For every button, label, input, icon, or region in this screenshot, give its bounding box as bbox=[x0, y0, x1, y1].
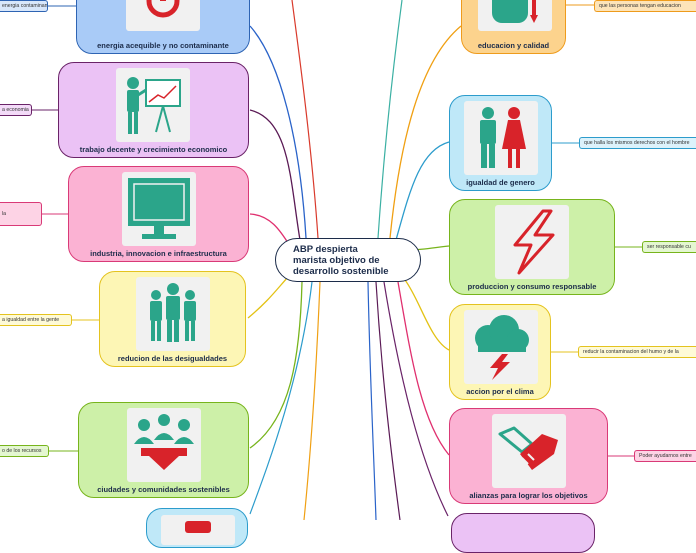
connector-trabajo bbox=[249, 109, 301, 241]
people-group-icon bbox=[136, 277, 210, 351]
community-meeting-icon bbox=[127, 408, 201, 482]
connector-offscreen-top-1 bbox=[291, 0, 319, 239]
topic-alianzas[interactable]: alianzas para lograr los objetivos bbox=[449, 408, 608, 504]
topic-label: reducion de las desigualdades bbox=[117, 354, 228, 363]
note-desigualdades[interactable]: a igualdad entre la gente bbox=[0, 314, 72, 326]
connector-genero bbox=[395, 141, 450, 241]
topic-produccion[interactable]: produccion y consumo responsable bbox=[449, 199, 615, 295]
presentation-growth-icon bbox=[116, 68, 190, 142]
topic-energia[interactable]: energia acequible y no contaminante bbox=[76, 0, 250, 54]
note-ciudades[interactable]: o de los recursos bbox=[0, 445, 49, 457]
central-topic-label: ABP despierta marista objetivo de desarr… bbox=[293, 243, 389, 277]
connector-desigualdades bbox=[247, 274, 291, 319]
topic-desigualdades[interactable]: reducion de las desigualdades bbox=[99, 271, 246, 367]
connector-ciudades bbox=[249, 281, 303, 449]
education-icon bbox=[478, 0, 552, 31]
topic-partial-bottom-left[interactable] bbox=[146, 508, 248, 548]
connector-offscreen-bottom-4 bbox=[383, 281, 449, 517]
connector-educacion bbox=[389, 25, 462, 239]
note-trabajo[interactable]: a economia bbox=[0, 104, 32, 116]
connector-offscreen-bottom-2 bbox=[249, 281, 313, 515]
topic-label: accion por el clima bbox=[466, 387, 534, 396]
topic-educacion[interactable]: educacion y calidad bbox=[461, 0, 566, 54]
note-energia[interactable]: energia contaminante bbox=[0, 0, 48, 12]
topic-trabajo[interactable]: trabajo decente y crecimiento economico bbox=[58, 62, 249, 158]
note-genero[interactable]: que halla los mismos derechos con el hom… bbox=[579, 137, 696, 149]
connector-alianzas bbox=[397, 281, 450, 456]
connector-offscreen-bottom-1 bbox=[303, 281, 321, 520]
topic-industria[interactable]: industria, innovacion e infraestructura bbox=[68, 166, 249, 262]
central-topic[interactable]: ABP despierta marista objetivo de desarr… bbox=[275, 238, 421, 282]
topic-label: igualdad de genero bbox=[466, 178, 535, 187]
note-industria[interactable]: la bbox=[0, 202, 42, 226]
topic-label: produccion y consumo responsable bbox=[467, 282, 597, 291]
topic-clima[interactable]: accion por el clima bbox=[449, 304, 551, 400]
connector-offscreen-bottom-5 bbox=[367, 281, 377, 520]
connector-offscreen-bottom-3 bbox=[375, 281, 401, 520]
connector-energia bbox=[249, 25, 307, 239]
topic-label: trabajo decente y crecimiento economico bbox=[79, 145, 228, 154]
note-alianzas[interactable]: Poder ayudarnos entre bbox=[634, 450, 696, 462]
connector-offscreen-top-2 bbox=[377, 0, 403, 239]
lightning-icon bbox=[495, 205, 569, 279]
topic-label: energia acequible y no contaminante bbox=[97, 41, 229, 50]
power-icon bbox=[126, 0, 200, 31]
topic-label: ciudades y comunidades sostenibles bbox=[97, 485, 230, 494]
handshake-icon bbox=[492, 414, 566, 488]
topic-genero[interactable]: igualdad de genero bbox=[449, 95, 552, 191]
topic-ciudades[interactable]: ciudades y comunidades sostenibles bbox=[78, 402, 249, 498]
note-produccion[interactable]: ser responsable cu bbox=[642, 241, 696, 253]
storm-cloud-icon bbox=[464, 310, 538, 384]
topic-label: educacion y calidad bbox=[477, 41, 550, 50]
topic-partial-bottom-right[interactable] bbox=[451, 513, 595, 553]
connector-clima bbox=[404, 279, 450, 351]
monitor-icon bbox=[122, 172, 196, 246]
gender-equality-icon bbox=[464, 101, 538, 175]
topic-label: industria, innovacion e infraestructura bbox=[90, 249, 227, 258]
topic-label: alianzas para lograr los objetivos bbox=[469, 491, 588, 500]
note-educacion[interactable]: que las personas tengan educacion bbox=[594, 0, 696, 12]
note-clima[interactable]: reducir la contaminacion del humo y de l… bbox=[578, 346, 696, 358]
